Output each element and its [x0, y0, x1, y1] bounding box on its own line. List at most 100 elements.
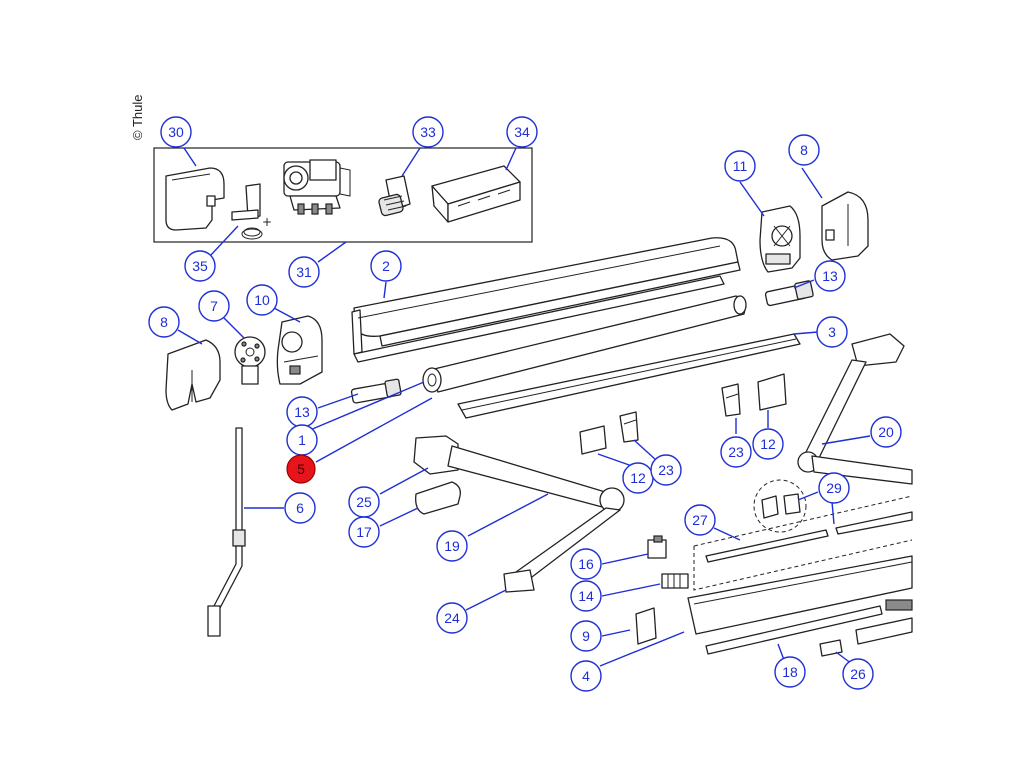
part-29-joint [753, 479, 807, 533]
callout-34: 34 [506, 116, 538, 148]
callout-33: 33 [412, 116, 444, 148]
part-30-end-cap [165, 167, 225, 231]
svg-text:35: 35 [192, 258, 208, 274]
svg-text:14: 14 [578, 588, 594, 604]
callout-11: 11 [724, 150, 756, 182]
callout-6: 6 [284, 492, 316, 524]
part-3-valance [457, 333, 801, 419]
svg-text:12: 12 [760, 436, 776, 452]
callout-4: 4 [570, 660, 602, 692]
callout-12-left: 12 [622, 462, 654, 494]
svg-text:9: 9 [582, 628, 590, 644]
part-27-rod [705, 511, 913, 563]
svg-text:23: 23 [658, 462, 674, 478]
callout-23-right: 23 [720, 436, 752, 468]
callout-9: 9 [570, 620, 602, 652]
callout-26: 26 [842, 658, 874, 690]
callout-7: 7 [198, 290, 230, 322]
svg-text:+: + [262, 215, 272, 229]
callout-12-right: 12 [752, 428, 784, 460]
svg-text:5: 5 [297, 461, 305, 477]
svg-text:3: 3 [828, 324, 836, 340]
kit-31-frame [153, 147, 533, 243]
part-6-crank-handle [207, 427, 246, 637]
callout-3: 3 [816, 316, 848, 348]
part-10-motor-housing [276, 315, 323, 385]
svg-text:8: 8 [160, 314, 168, 330]
callout-13-right: 13 [814, 260, 846, 292]
callout-17: 17 [348, 516, 380, 548]
part-23-clip-left [619, 411, 639, 443]
part-11-end-bracket [759, 205, 801, 273]
svg-text:13: 13 [294, 404, 310, 420]
svg-text:10: 10 [254, 292, 270, 308]
part-9-end-plate [635, 607, 657, 645]
svg-text:26: 26 [850, 666, 866, 682]
callout-25: 25 [348, 486, 380, 518]
part-16-block [647, 535, 667, 559]
svg-text:8: 8 [800, 142, 808, 158]
svg-text:17: 17 [356, 524, 372, 540]
callout-23-left: 23 [650, 454, 682, 486]
svg-text:4: 4 [582, 668, 590, 684]
part-14-connector-block [661, 573, 689, 589]
callout-18: 18 [774, 656, 806, 688]
part-17-arm-cover [415, 481, 461, 515]
part-4-lead-rail [687, 555, 913, 635]
part-13-left-pin [350, 378, 402, 404]
callout-5: 5 [286, 454, 316, 484]
part-1-roller-tube [422, 295, 747, 393]
callout-8-right: 8 [788, 134, 820, 166]
part-2-front-profile [351, 237, 741, 363]
svg-text:13: 13 [822, 268, 838, 284]
svg-text:29: 29 [826, 480, 842, 496]
svg-text:27: 27 [692, 512, 708, 528]
svg-text:24: 24 [444, 610, 460, 626]
callout-16: 16 [570, 548, 602, 580]
part-12-plate-right [757, 373, 787, 411]
svg-text:33: 33 [420, 124, 436, 140]
svg-text:12: 12 [630, 470, 646, 486]
part-motor-gear-assembly [283, 159, 351, 215]
svg-text:18: 18 [782, 664, 798, 680]
callout-10: 10 [246, 284, 278, 316]
part-34-control-box [431, 165, 521, 223]
callout-8-left: 8 [148, 306, 180, 338]
part-8-right-end-cap [821, 191, 869, 261]
part-20-right-arm [797, 333, 913, 485]
svg-text:16: 16 [578, 556, 594, 572]
part-33-connector [378, 175, 411, 217]
part-23-clip-right [721, 383, 741, 417]
callout-20: 20 [870, 416, 902, 448]
part-18-rail-insert [705, 599, 913, 655]
part-19-left-arm [413, 435, 625, 593]
svg-text:7: 7 [210, 298, 218, 314]
callout-27: 27 [684, 504, 716, 536]
svg-text:34: 34 [514, 124, 530, 140]
svg-text:31: 31 [296, 264, 312, 280]
part-13-right-pin [764, 280, 814, 307]
part-35-bracket: + [231, 183, 272, 240]
part-7-motor-flange [234, 336, 266, 385]
callout-24: 24 [436, 602, 468, 634]
svg-text:25: 25 [356, 494, 372, 510]
part-8-left-end-cap [165, 339, 221, 411]
callout-19: 19 [436, 530, 468, 562]
svg-text:19: 19 [444, 538, 460, 554]
callout-1: 1 [286, 424, 318, 456]
svg-text:6: 6 [296, 500, 304, 516]
callout-13-left: 13 [286, 396, 318, 428]
svg-text:30: 30 [168, 124, 184, 140]
svg-text:2: 2 [382, 258, 390, 274]
lower-assembly-frame [693, 495, 913, 591]
callout-29: 29 [818, 472, 850, 504]
callout-31: 31 [288, 256, 320, 288]
leader-lines [177, 147, 871, 667]
callout-30: 30 [160, 116, 192, 148]
svg-text:1: 1 [298, 432, 306, 448]
callout-14: 14 [570, 580, 602, 612]
callout-35: 35 [184, 250, 216, 282]
svg-text:20: 20 [878, 424, 894, 440]
callout-2: 2 [370, 250, 402, 282]
